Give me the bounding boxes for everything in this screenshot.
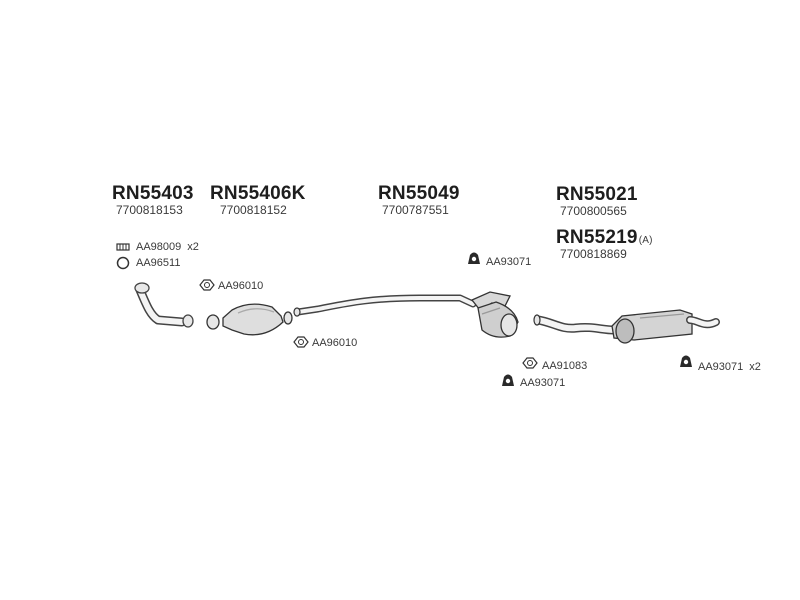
accessory-code: AA98009 [136,241,182,253]
accessory-code: AA93071 [698,361,744,373]
part-number-rn55219: 7700818869 [560,247,627,261]
part-code-rn55403: RN55403 [112,183,194,204]
flange-gasket-icon [199,279,215,291]
accessory-aa98009: AA98009 x2 [136,241,199,253]
part-code-rn55219-text: RN55219 [556,227,638,248]
part-code-rn55021: RN55021 [556,184,638,205]
accessory-code: AA96511 [136,257,181,269]
accessory-aa96511: AA96511 [136,257,180,269]
part-number-rn55403: 7700818153 [116,203,183,217]
part-number-rn55021: 7700800565 [560,204,627,218]
accessory-aa96010-upper: AA96010 [218,280,263,292]
part-code-rn55406k: RN55406K [210,183,306,204]
flange-gasket-icon [522,357,538,369]
part-code-rn55219: RN55219(A) [556,227,653,249]
accessory-code: AA96010 [312,337,358,349]
accessory-code: AA93071 [486,256,532,268]
intermediate-pipe [293,294,477,317]
accessory-qty: x2 [187,241,199,253]
rubber-mount-icon [502,374,514,386]
tail-pipe [686,316,720,329]
part-number-rn55049: 7700787551 [382,203,449,217]
accessory-aa91083: AA91083 [542,360,587,372]
accessory-aa93071-upper: AA93071 [486,256,531,268]
accessory-aa93071-rear: AA93071 x2 [698,361,761,373]
ring-gasket-icon [116,256,130,270]
front-pipe [134,282,194,328]
rear-pipe [533,314,619,335]
rear-silencer [611,309,693,344]
accessory-qty: x2 [749,361,761,373]
part-code-rn55049: RN55049 [378,183,460,204]
clamp-icon [116,243,130,251]
accessory-code: AA91083 [542,360,588,372]
accessory-code: AA96010 [218,280,264,292]
accessory-code: AA93071 [520,377,566,389]
catalytic-converter [206,303,293,336]
accessory-aa96010-lower: AA96010 [312,337,357,349]
rubber-mount-icon [468,252,480,264]
part-number-rn55406k: 7700818152 [220,203,287,217]
centre-silencer [470,291,519,338]
rubber-mount-icon [680,355,692,367]
flange-gasket-icon [293,336,309,348]
part-suffix-a: (A) [638,235,653,246]
accessory-aa93071-lower: AA93071 [520,377,565,389]
